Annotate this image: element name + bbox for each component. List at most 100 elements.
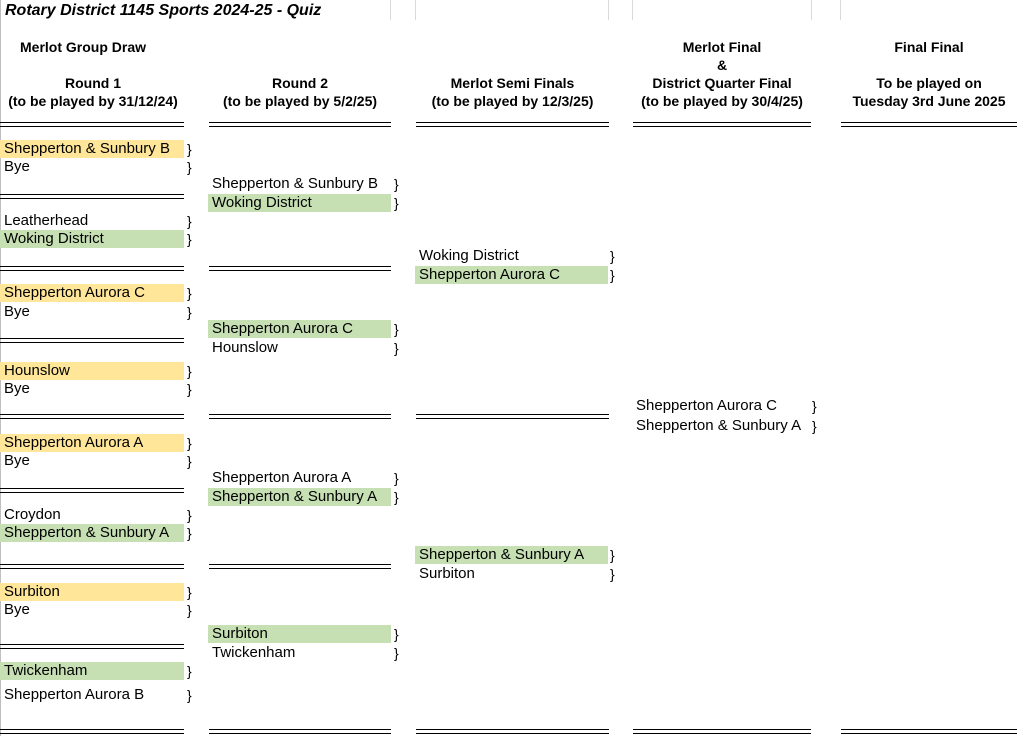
round1-team[interactable]: Woking District bbox=[0, 230, 184, 248]
final-divider bbox=[633, 729, 811, 734]
brace-mark: } bbox=[187, 363, 192, 379]
round1-divider bbox=[0, 414, 184, 419]
brace-mark: } bbox=[187, 602, 192, 618]
sheet-title: Rotary District 1145 Sports 2024-25 - Qu… bbox=[5, 2, 322, 19]
round1-team[interactable]: Bye bbox=[4, 303, 30, 320]
final-final-header: Final Final To be played on Tuesday 3rd … bbox=[841, 38, 1017, 110]
final-final-divider bbox=[841, 729, 1017, 734]
semis-deadline: (to be played by 12/3/25) bbox=[431, 93, 594, 109]
round2-divider bbox=[209, 414, 391, 419]
round2-deadline: (to be played by 5/2/25) bbox=[222, 93, 378, 109]
semifinal-team[interactable]: Shepperton Aurora C bbox=[415, 266, 608, 284]
round2-divider bbox=[209, 122, 391, 127]
brace-mark: } bbox=[187, 584, 192, 600]
round1-team[interactable]: Bye bbox=[4, 452, 30, 469]
semis-divider bbox=[416, 729, 609, 734]
column-separator bbox=[632, 0, 633, 20]
brace-mark: } bbox=[187, 507, 192, 523]
round1-team[interactable]: Shepperton Aurora A bbox=[0, 434, 184, 452]
brace-mark: } bbox=[187, 453, 192, 469]
round1-header: Round 1 (to be played by 31/12/24) bbox=[0, 74, 186, 110]
final-title: Merlot Final bbox=[682, 39, 762, 55]
brace-mark: } bbox=[394, 645, 399, 661]
brace-mark: } bbox=[394, 176, 399, 192]
round1-team[interactable]: Shepperton & Sunbury B bbox=[0, 140, 184, 158]
round2-divider bbox=[209, 729, 391, 734]
semis-divider bbox=[416, 122, 609, 127]
round1-team[interactable]: Surbiton bbox=[0, 583, 184, 601]
brace-mark: } bbox=[187, 213, 192, 229]
round2-team[interactable]: Shepperton & Sunbury B bbox=[212, 175, 378, 192]
brace-mark: } bbox=[187, 525, 192, 541]
semis-title: Merlot Semi Finals bbox=[450, 75, 575, 91]
round1-divider bbox=[0, 338, 184, 343]
brace-mark: } bbox=[394, 195, 399, 211]
column-separator bbox=[390, 0, 391, 20]
round1-deadline: (to be played by 31/12/24) bbox=[8, 93, 178, 109]
semifinal-team[interactable]: Woking District bbox=[419, 247, 519, 264]
round1-divider bbox=[0, 644, 184, 649]
round1-divider bbox=[0, 729, 184, 734]
final-final-date: Tuesday 3rd June 2025 bbox=[852, 93, 1006, 109]
brace-mark: } bbox=[394, 489, 399, 505]
final-ampersand: & bbox=[716, 57, 728, 73]
brace-mark: } bbox=[610, 267, 615, 283]
round1-divider bbox=[0, 488, 184, 493]
brace-mark: } bbox=[187, 381, 192, 397]
brace-mark: } bbox=[812, 418, 817, 434]
final-subtitle: District Quarter Final bbox=[652, 75, 792, 91]
brace-mark: } bbox=[187, 159, 192, 175]
round1-team[interactable]: Bye bbox=[4, 158, 30, 175]
round1-divider bbox=[0, 564, 184, 569]
round2-team[interactable]: Shepperton Aurora A bbox=[212, 469, 352, 486]
final-final-title: Final Final bbox=[894, 39, 964, 55]
round1-team[interactable]: Bye bbox=[4, 380, 30, 397]
final-deadline: (to be played by 30/4/25) bbox=[641, 93, 803, 109]
brace-mark: } bbox=[187, 435, 192, 451]
round1-team[interactable]: Leatherhead bbox=[4, 212, 89, 229]
round1-divider bbox=[0, 122, 184, 127]
brace-mark: } bbox=[394, 340, 399, 356]
brace-mark: } bbox=[610, 566, 615, 582]
round1-team[interactable]: Croydon bbox=[4, 506, 61, 523]
semis-divider bbox=[416, 414, 609, 419]
brace-mark: } bbox=[187, 304, 192, 320]
round2-team[interactable]: Surbiton bbox=[208, 625, 391, 643]
final-team[interactable]: Shepperton Aurora C bbox=[636, 397, 777, 414]
round1-team[interactable]: Bye bbox=[4, 601, 30, 618]
column-separator bbox=[415, 0, 416, 20]
column-separator bbox=[840, 0, 841, 20]
brace-mark: } bbox=[394, 470, 399, 486]
round2-divider bbox=[209, 564, 391, 569]
final-final-divider bbox=[841, 122, 1017, 127]
brace-mark: } bbox=[610, 547, 615, 563]
final-team[interactable]: Shepperton & Sunbury A bbox=[636, 417, 802, 434]
column-separator bbox=[811, 0, 812, 20]
brace-mark: } bbox=[812, 398, 817, 414]
final-final-date-label: To be played on bbox=[876, 75, 982, 91]
brace-mark: } bbox=[187, 687, 192, 703]
round2-divider bbox=[209, 266, 391, 271]
round1-team[interactable]: Shepperton Aurora C bbox=[0, 284, 184, 302]
semifinal-team[interactable]: Surbiton bbox=[419, 565, 475, 582]
final-divider bbox=[633, 122, 811, 127]
brace-mark: } bbox=[187, 285, 192, 301]
round2-header: Round 2 (to be played by 5/2/25) bbox=[209, 74, 391, 110]
round1-divider bbox=[0, 194, 184, 199]
round1-team[interactable]: Hounslow bbox=[0, 362, 184, 380]
round2-team[interactable]: Shepperton & Sunbury A bbox=[208, 488, 391, 506]
round2-title: Round 2 bbox=[272, 75, 328, 91]
semifinal-team[interactable]: Shepperton & Sunbury A bbox=[415, 546, 608, 564]
round2-team[interactable]: Woking District bbox=[208, 194, 391, 212]
round2-team[interactable]: Twickenham bbox=[212, 644, 296, 661]
brace-mark: } bbox=[187, 231, 192, 247]
column-separator bbox=[608, 0, 609, 20]
round1-team[interactable]: Twickenham bbox=[0, 662, 184, 680]
brace-mark: } bbox=[394, 626, 399, 642]
round2-team[interactable]: Hounslow bbox=[212, 339, 278, 356]
round2-team[interactable]: Shepperton Aurora C bbox=[208, 320, 391, 338]
round1-divider bbox=[0, 266, 184, 271]
brace-mark: } bbox=[610, 248, 615, 264]
round1-team[interactable]: Shepperton & Sunbury A bbox=[0, 524, 184, 542]
round1-team[interactable]: Shepperton Aurora B bbox=[4, 686, 145, 703]
